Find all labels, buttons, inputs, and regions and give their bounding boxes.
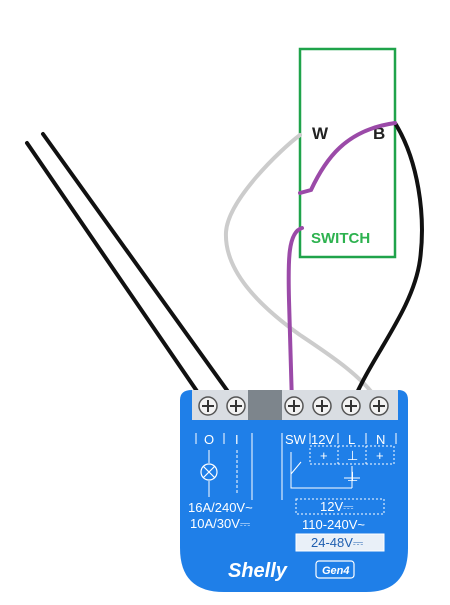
- screw-terminal-l: [341, 396, 361, 416]
- brand-logo: Shelly: [228, 560, 288, 582]
- screw-terminal-n: [369, 396, 389, 416]
- terminal-label-n: N: [376, 432, 385, 447]
- wire-purple-w-to-b: [298, 121, 397, 195]
- terminal-sign-l: ⊥: [347, 448, 358, 463]
- wire-black-output: [25, 141, 205, 402]
- supply-12v: 12V⎓: [320, 499, 354, 514]
- terminal-sign-n: +: [376, 448, 384, 463]
- supply-dc: 24-48V⎓: [311, 535, 363, 550]
- switch-label: SWITCH: [311, 230, 370, 247]
- terminal-label-12v: 12V: [311, 432, 334, 447]
- switch-box: W B SWITCH: [298, 47, 397, 259]
- rating-dc: 10A/30V⎓: [190, 516, 250, 531]
- switch-terminal-w: W: [312, 124, 329, 143]
- terminal-label-l: L: [348, 432, 355, 447]
- screw-terminal-i: [226, 396, 246, 416]
- terminal-strip-divider: [248, 390, 282, 420]
- terminal-label-sw: SW: [285, 432, 307, 447]
- terminal-label-row: [195, 433, 397, 465]
- schematic-lines: [208, 440, 360, 500]
- terminal-label-o: O: [204, 432, 214, 447]
- wire-gray-w-to-n: [223, 133, 382, 406]
- device-body: [180, 390, 408, 592]
- supply-dc-box: [295, 533, 385, 552]
- model-badge: [315, 560, 355, 579]
- model-badge-label: Gen4: [322, 565, 350, 577]
- supply-ac: 110-240V~: [302, 517, 365, 532]
- lamp-icon: [200, 463, 218, 481]
- wire-black-b-to-l: [350, 121, 424, 406]
- terminal-sign-12v: +: [320, 448, 328, 463]
- wire-black-input: [41, 132, 236, 402]
- rating-ac: 16A/240V~: [188, 500, 253, 515]
- terminal-label-i: I: [235, 432, 239, 447]
- screw-terminal-12v: [312, 396, 332, 416]
- screw-terminal-sw: [284, 396, 304, 416]
- screw-terminal-o: [198, 396, 218, 416]
- ground-symbol: ⊥: [347, 469, 358, 484]
- supply-12v-box: [295, 498, 385, 515]
- wires: [25, 121, 424, 406]
- shelly-device: O I SW 12V L N + ⊥ + ⊥ 16A/240V~ 10A/30V…: [180, 390, 408, 592]
- wire-purple-switch-to-sw: [286, 226, 304, 406]
- switch-box-frame: [298, 47, 397, 259]
